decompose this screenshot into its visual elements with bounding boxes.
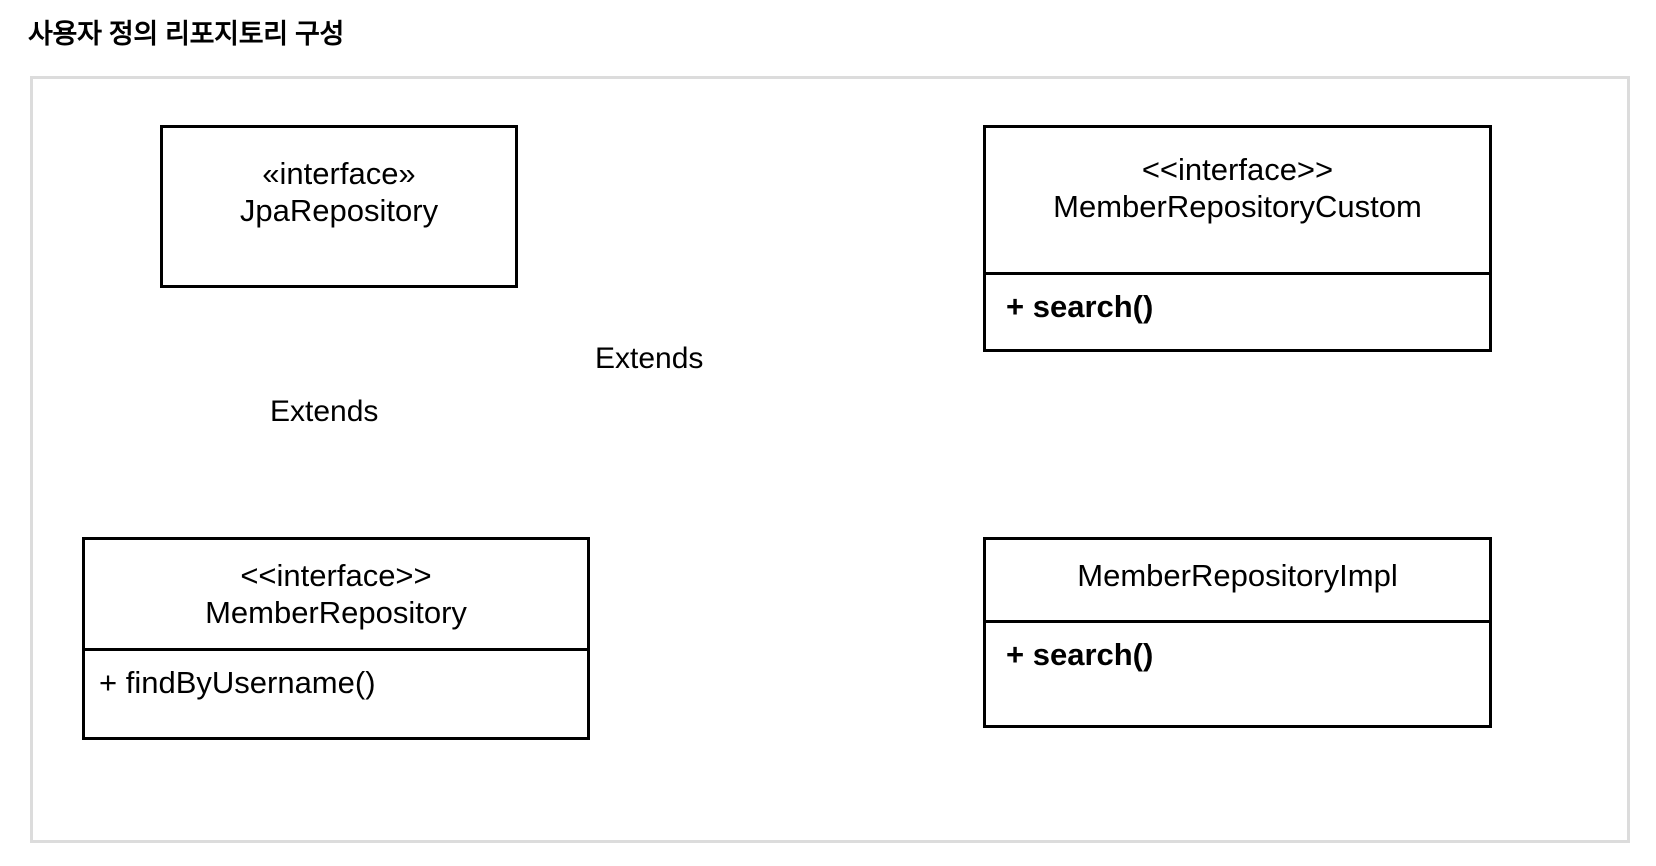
uml-class-header: «interface» JpaRepository [163, 128, 515, 245]
uml-class-name: MemberRepositoryImpl [1077, 558, 1398, 593]
uml-class-member-repository[interactable]: <<interface>> MemberRepository + findByU… [82, 537, 590, 740]
uml-stereotype: <<interface>> [240, 558, 432, 593]
uml-class-member-repository-custom[interactable]: <<interface>> MemberRepositoryCustom + s… [983, 125, 1492, 352]
uml-member-row: + search() [1006, 289, 1154, 324]
uml-class-name: MemberRepository [205, 594, 467, 630]
uml-stereotype: <<interface>> [1141, 152, 1334, 187]
uml-compartment-divider [85, 648, 587, 651]
uml-stereotype: «interface» [262, 156, 416, 191]
uml-compartment-divider [986, 620, 1489, 623]
uml-class-header: <<interface>> MemberRepository [85, 540, 587, 648]
relation-label-extends-custom: Extends [589, 340, 710, 378]
uml-class-header: <<interface>> MemberRepositoryCustom [986, 128, 1489, 272]
uml-class-header: MemberRepositoryImpl [986, 540, 1489, 620]
uml-member-row: + search() [1006, 637, 1154, 672]
uml-class-member-repository-impl[interactable]: MemberRepositoryImpl + search() [983, 537, 1492, 728]
page-title: 사용자 정의 리포지토리 구성 [28, 19, 345, 49]
uml-compartment-divider [986, 272, 1489, 275]
uml-member-row: + findByUsername() [99, 665, 376, 700]
uml-class-jpa-repository[interactable]: «interface» JpaRepository [160, 125, 518, 288]
uml-class-name: MemberRepositoryCustom [1053, 188, 1422, 224]
relation-label-extends-jpa: Extends [264, 393, 385, 431]
uml-class-name: JpaRepository [239, 192, 439, 228]
